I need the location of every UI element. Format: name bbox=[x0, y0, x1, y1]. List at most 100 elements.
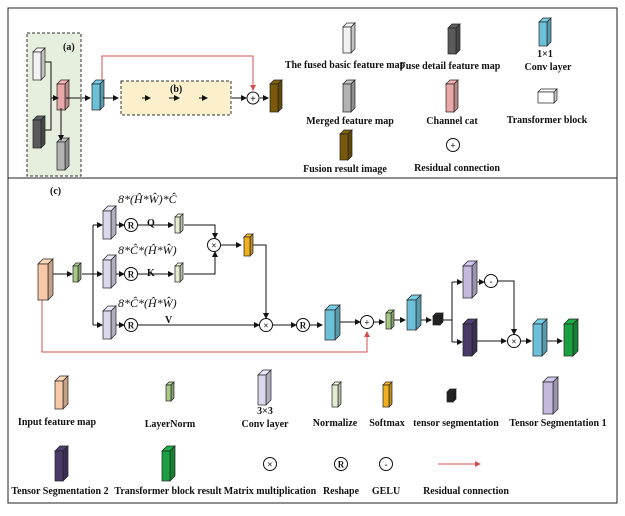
residual-connection-bottom bbox=[41, 300, 370, 353]
legend-transformer-result-label: Transformer block result bbox=[114, 486, 222, 497]
legend-merged-label: Merged feature map bbox=[306, 116, 394, 127]
legend-transformer-block-label: Transformer block bbox=[507, 115, 588, 126]
legend-gelu-icon: - bbox=[379, 457, 393, 471]
legend-fuse-detail-icon bbox=[447, 23, 461, 55]
legend-merged-icon bbox=[342, 79, 356, 113]
svg-text:R: R bbox=[128, 321, 135, 331]
merged-feature-map-block bbox=[56, 137, 70, 171]
channel-cat-block bbox=[56, 79, 70, 111]
legend-conv3x3-sublabel: 3×3 bbox=[257, 406, 273, 417]
input-feature-map-block bbox=[37, 258, 54, 301]
arrow bbox=[498, 280, 517, 335]
residual-connection-top bbox=[101, 55, 256, 91]
q-dim-label: 8*(Ĥ*Ŵ)*Ĉ bbox=[118, 192, 178, 206]
conv1x1-out-block bbox=[532, 318, 548, 357]
panel-b-label: (b) bbox=[170, 84, 182, 95]
legend-tensor-seg-2-label: Tensor Segmentation 2 bbox=[11, 486, 108, 497]
legend-normalize-label: Normalize bbox=[313, 418, 358, 429]
legend-matmul-label: Matrix multiplication bbox=[224, 486, 317, 497]
legend-channel-cat-icon bbox=[445, 79, 459, 113]
legend-conv1x1-sublabel: 1×1 bbox=[537, 49, 553, 60]
svg-text:R: R bbox=[300, 321, 307, 331]
legend-transformer-block-icon bbox=[537, 88, 558, 104]
conv3x3-q-block bbox=[102, 205, 117, 240]
legend-fusion-result-label: Fusion result image bbox=[303, 164, 387, 175]
fuse-detail-feature-map-block bbox=[32, 115, 46, 149]
svg-text:×: × bbox=[267, 460, 272, 470]
svg-text:+: + bbox=[450, 141, 455, 151]
legend-softmax-label: Softmax bbox=[369, 418, 405, 429]
legend-input-feature-map-icon bbox=[54, 375, 69, 410]
legend-tensor-seg-1-icon bbox=[542, 376, 559, 415]
add-symbol-text: + bbox=[250, 94, 256, 105]
legend-softmax-icon bbox=[382, 381, 393, 408]
tensor-segmentation-block bbox=[432, 312, 444, 326]
matmul-v-symbol: × bbox=[259, 318, 273, 332]
legend-tensor-seg-1-label: Tensor Segmentation 1 bbox=[509, 418, 606, 429]
conv3x3-k-block bbox=[102, 254, 117, 289]
legend-transformer-result-icon bbox=[161, 445, 176, 482]
legend-residual-icon: + bbox=[446, 138, 460, 152]
legend-conv3x3-icon bbox=[257, 369, 272, 406]
gelu-symbol: - bbox=[484, 274, 498, 288]
legend-gelu-label: GELU bbox=[372, 486, 400, 497]
reshape-k-symbol: R bbox=[124, 267, 138, 281]
legend-input-feature-map-label: Input feature map bbox=[18, 417, 97, 428]
legend-normalize-icon bbox=[331, 381, 342, 408]
reshape-q-symbol: R bbox=[124, 218, 138, 232]
conv3x3-v-block bbox=[102, 305, 117, 340]
svg-text:-: - bbox=[490, 277, 493, 287]
legend-residual-arrow-label: Residual connection bbox=[423, 486, 509, 497]
svg-text:R: R bbox=[128, 270, 135, 280]
legend-channel-cat-label: Channel cat bbox=[426, 116, 478, 127]
arrow bbox=[184, 251, 218, 275]
conv1x1-2-block bbox=[406, 294, 422, 331]
tensor-seg-2-block bbox=[462, 318, 478, 357]
conv1x1-c-block bbox=[324, 304, 341, 341]
k-dim-label: 8*Ĉ*(Ĥ*Ŵ) bbox=[118, 243, 177, 257]
matmul-gate-symbol: × bbox=[507, 334, 521, 348]
arrow bbox=[252, 244, 269, 319]
legend-residual-label: Residual connection bbox=[414, 163, 500, 174]
svg-text:-: - bbox=[385, 460, 388, 470]
svg-text:×: × bbox=[511, 337, 516, 347]
legend-fuse-detail-label: Fuse detail feature map bbox=[400, 61, 501, 72]
svg-text:R: R bbox=[338, 460, 345, 470]
svg-text:×: × bbox=[263, 321, 268, 331]
svg-text:R: R bbox=[128, 221, 135, 231]
connector bbox=[45, 61, 52, 131]
fused-basic-feature-map-block bbox=[32, 47, 46, 81]
normalize-q-block bbox=[174, 213, 184, 234]
q-label: Q bbox=[147, 218, 155, 229]
v-label: V bbox=[165, 315, 173, 326]
layernorm-block bbox=[72, 262, 82, 283]
transformer-result-block bbox=[563, 318, 579, 357]
legend-fused-basic-label: The fused basic feature map bbox=[285, 60, 406, 71]
residual-add-c-symbol: + bbox=[360, 315, 374, 329]
residual-add-symbol bbox=[246, 91, 260, 105]
legend-reshape-icon: R bbox=[334, 457, 348, 471]
softmax-block bbox=[243, 233, 254, 257]
legend-tensor-segmentation-icon bbox=[446, 388, 457, 403]
v-dim-label: 8*Ĉ*(Ĥ*Ŵ) bbox=[118, 296, 177, 310]
layernorm-2-block bbox=[385, 309, 395, 330]
legend-layernorm-icon bbox=[165, 381, 175, 402]
legend-fused-basic-icon bbox=[342, 22, 356, 54]
legend-layernorm-label: LayerNorm bbox=[145, 419, 196, 430]
fusion-result-block bbox=[269, 79, 283, 113]
legend-tensor-segmentation-label: tensor segmentation bbox=[413, 418, 499, 429]
arrow bbox=[184, 224, 218, 239]
matmul-qk-symbol: × bbox=[207, 238, 221, 252]
legend-tensor-seg-2-icon bbox=[54, 445, 69, 482]
svg-text:×: × bbox=[211, 241, 216, 251]
bottom-frame bbox=[7, 177, 618, 504]
reshape-out-symbol: R bbox=[296, 318, 310, 332]
svg-text:+: + bbox=[364, 318, 369, 328]
reshape-v-symbol: R bbox=[124, 318, 138, 332]
legend-conv1x1-icon bbox=[538, 17, 552, 47]
tensor-seg-1-block bbox=[462, 260, 478, 299]
legend-reshape-label: Reshape bbox=[323, 486, 360, 497]
panel-a-label: (a) bbox=[63, 42, 75, 53]
legend-matmul-icon: × bbox=[263, 457, 277, 471]
